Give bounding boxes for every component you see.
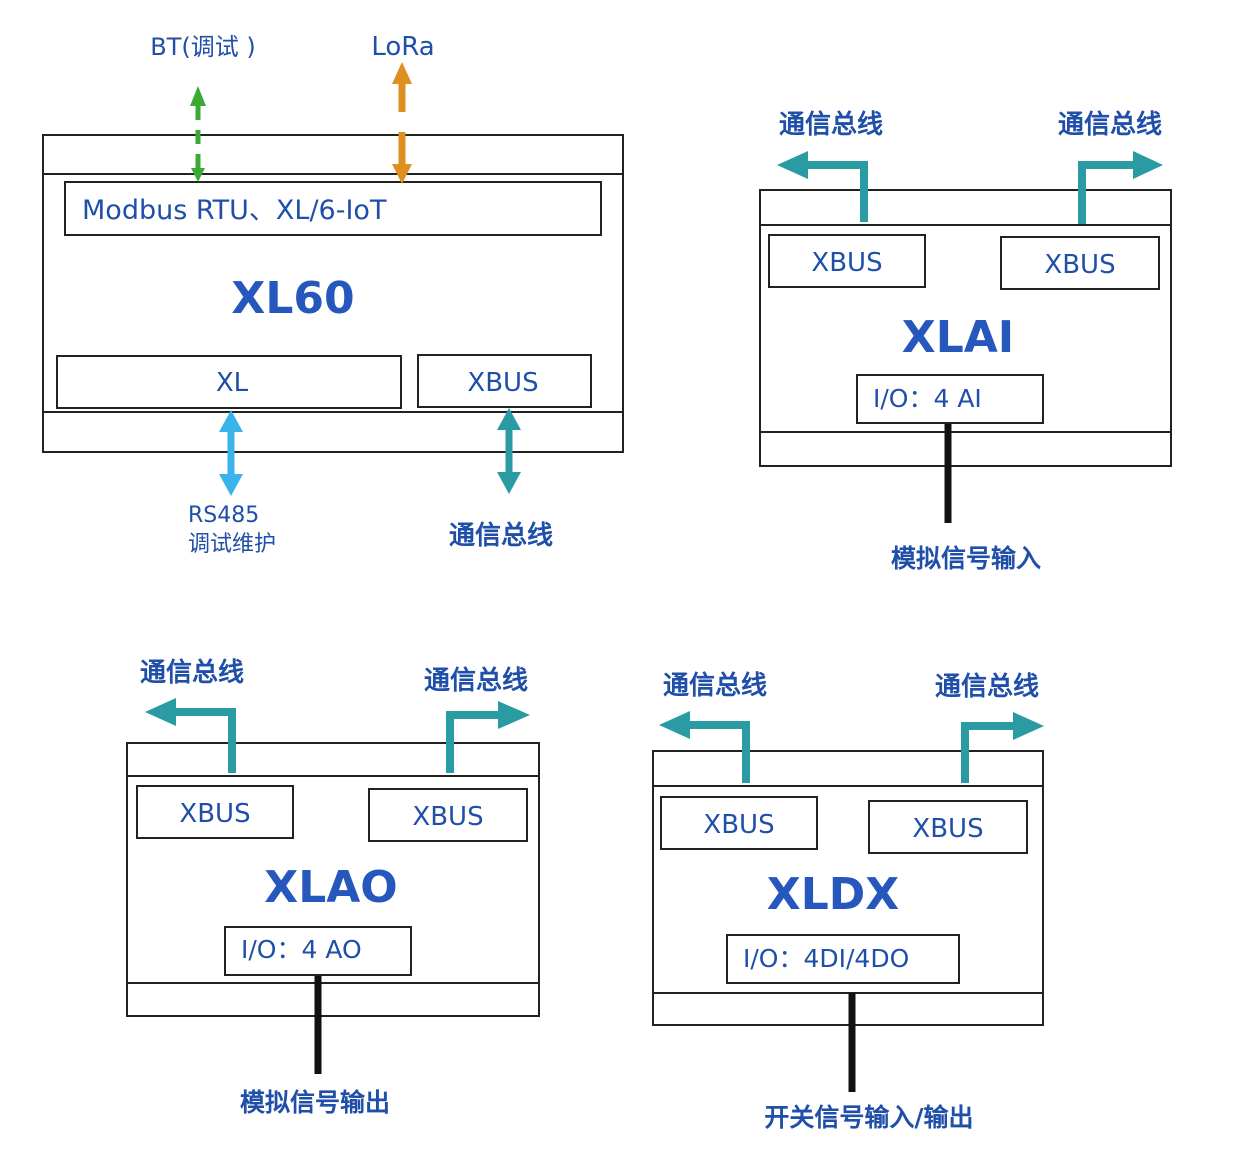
xldx-left-bus-label: 通信总线 xyxy=(663,671,767,701)
xldx-right-bus-label: 通信总线 xyxy=(935,672,1039,702)
xldx-outer-box xyxy=(652,750,1044,1026)
rs485-arrow xyxy=(219,410,243,496)
rs485-label: RS485 xyxy=(188,503,259,528)
xl60-port-xl xyxy=(56,355,402,409)
xldx-right-bus-arrow xyxy=(961,722,1015,783)
xldx-title: XLDX xyxy=(767,869,899,920)
xlai-outer-box xyxy=(759,189,1172,467)
xlai-right-bus-arrow xyxy=(1078,161,1135,224)
lora-label: LoRa xyxy=(371,32,434,62)
xlai-left-bus-arrow xyxy=(808,161,868,222)
xlai-left-port xyxy=(768,234,926,288)
xlao-right-port-label: XBUS xyxy=(412,802,483,832)
xl60-outer-box xyxy=(42,134,624,453)
xldx-left-port-label: XBUS xyxy=(703,810,774,840)
xlao-signal-label: 模拟信号输出 xyxy=(240,1088,390,1117)
xl60-protocol-label: Modbus RTU、XL/6-IoT xyxy=(82,195,387,226)
xlai-io-label: I/O：4 AI xyxy=(873,384,982,413)
xl60-title: XL60 xyxy=(231,273,354,324)
xlao-module: XBUS XBUS XLAO I/O：4 AO 模拟信号输出 通信总线 通信总线 xyxy=(126,658,540,1117)
xldx-left-bus-arrow xyxy=(690,721,750,783)
xl60-port-xbus xyxy=(417,354,592,408)
xlai-left-bus-label: 通信总线 xyxy=(779,110,883,140)
xldx-io-box xyxy=(726,934,960,984)
xlai-title: XLAI xyxy=(902,312,1014,363)
xldx-left-port xyxy=(660,796,818,850)
xldx-signal-label: 开关信号输入/输出 xyxy=(764,1103,973,1132)
xlao-right-bus-label: 通信总线 xyxy=(424,666,528,696)
xl60-bus-arrow xyxy=(497,408,521,494)
xlao-right-port xyxy=(368,788,528,842)
xlai-right-port-label: XBUS xyxy=(1044,250,1115,280)
xldx-right-port xyxy=(868,800,1028,854)
xl60-module: Modbus RTU、XL/6-IoT XL60 XL XBUS BT(调试 )… xyxy=(42,32,624,557)
xlao-left-port xyxy=(136,785,294,839)
xlai-left-port-label: XBUS xyxy=(811,248,882,278)
xlai-module: XBUS XBUS XLAI I/O：4 AI 模拟信号输入 通信总线 通信总线 xyxy=(759,110,1172,573)
bt-arrow xyxy=(190,86,206,182)
xldx-module: XBUS XBUS XLDX I/O：4DI/4DO 开关信号输入/输出 通信总… xyxy=(652,671,1044,1132)
xlao-io-box xyxy=(224,926,412,976)
xlao-outer-box xyxy=(126,742,540,1017)
lora-arrow xyxy=(392,62,412,184)
xlao-title: XLAO xyxy=(264,862,397,913)
xlai-io-box xyxy=(856,374,1044,424)
xlao-left-bus-arrow xyxy=(176,708,236,773)
rs485-sub-label: 调试维护 xyxy=(188,532,276,557)
xl60-protocol-box xyxy=(64,181,602,236)
xl60-port-xbus-label: XBUS xyxy=(467,368,538,398)
xlao-right-bus-arrow xyxy=(446,711,500,773)
xl60-bus-label: 通信总线 xyxy=(449,521,553,551)
xlao-left-bus-label: 通信总线 xyxy=(140,658,244,688)
xlai-signal-label: 模拟信号输入 xyxy=(891,544,1041,573)
xlai-right-port xyxy=(1000,236,1160,290)
xldx-io-label: I/O：4DI/4DO xyxy=(743,944,909,973)
xlao-left-port-label: XBUS xyxy=(179,799,250,829)
xlai-right-bus-label: 通信总线 xyxy=(1058,110,1162,140)
xlao-io-label: I/O：4 AO xyxy=(241,935,362,964)
bt-label: BT(调试 ) xyxy=(150,33,255,61)
xl60-port-xl-label: XL xyxy=(216,368,249,398)
xldx-right-port-label: XBUS xyxy=(912,814,983,844)
